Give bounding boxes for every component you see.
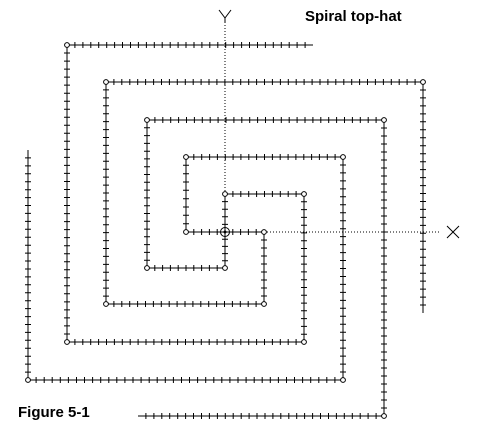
- junction-dot: [381, 117, 387, 123]
- spiral-wire-a: [64, 42, 313, 345]
- spiral-wires: [25, 42, 426, 419]
- spiral-wire-a-segment-ticks: [64, 42, 307, 345]
- junction-dot: [183, 154, 189, 160]
- junction-dot: [222, 191, 228, 197]
- spiral-wire-b-segment-ticks: [103, 79, 426, 307]
- spiral-wire-b-path: [105, 81, 424, 313]
- junction-dot: [301, 339, 307, 345]
- spiral-wire-b: [103, 79, 426, 313]
- junction-dot: [222, 265, 228, 271]
- junction-dot: [420, 79, 426, 85]
- wire-junctions: [25, 42, 426, 419]
- junction-dot: [340, 377, 346, 383]
- spiral-wire-d-segment-ticks: [25, 154, 346, 383]
- spiral-wire-c: [138, 117, 387, 419]
- junction-dot: [340, 154, 346, 160]
- junction-dot: [144, 265, 150, 271]
- junction-dot: [64, 339, 70, 345]
- spiral-wire-c-path: [138, 119, 385, 417]
- junction-dot: [301, 191, 307, 197]
- y-axis-label: Y: [218, 9, 232, 22]
- figure-caption: Figure 5-1: [18, 404, 90, 421]
- x-axis-label: X: [446, 225, 460, 239]
- junction-dot: [25, 377, 31, 383]
- spiral-wire-c-segment-ticks: [144, 117, 387, 419]
- junction-dot: [381, 413, 387, 419]
- junction-dot: [103, 301, 109, 307]
- junction-dot: [103, 79, 109, 85]
- junction-dot: [64, 42, 70, 48]
- diagram-title: Spiral top-hat: [305, 8, 402, 25]
- junction-dot: [183, 229, 189, 235]
- junction-dot: [261, 301, 267, 307]
- junction-dot: [144, 117, 150, 123]
- junction-dot: [261, 229, 267, 235]
